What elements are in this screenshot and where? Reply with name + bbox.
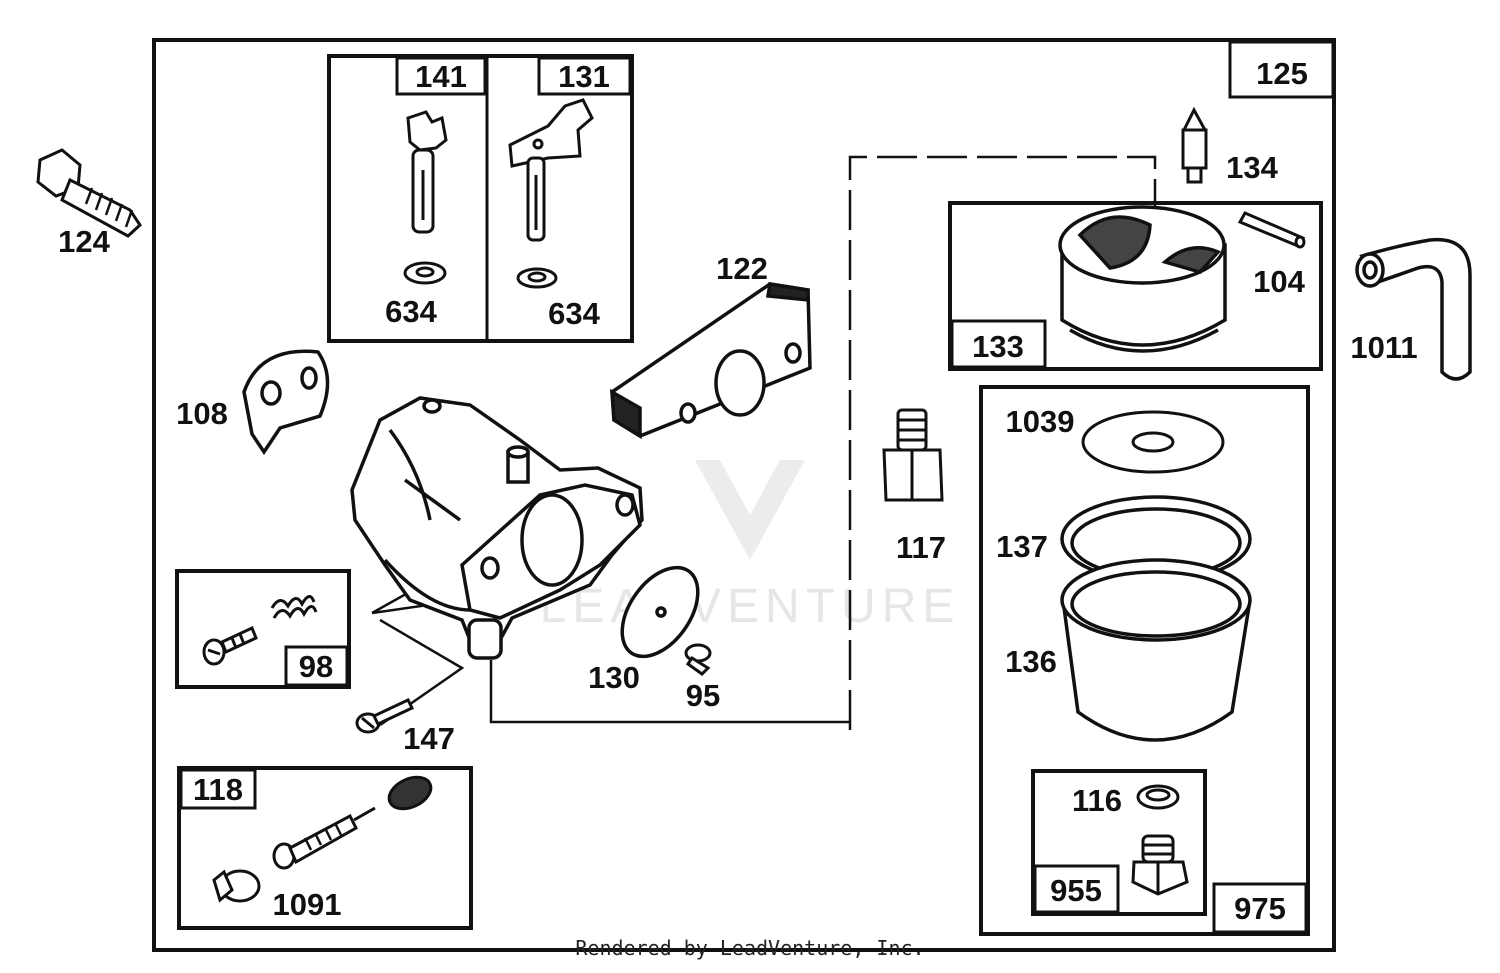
gasket-1039-icon <box>1081 410 1225 474</box>
callout-975: 975 <box>1234 891 1286 926</box>
screw-95-icon <box>684 643 712 676</box>
kit-box-975: 975 <box>979 385 1310 936</box>
watermark-text: LEADVENTURE <box>540 580 961 633</box>
callout-130: 130 <box>588 660 640 695</box>
needle-valve-134-icon <box>1181 106 1208 184</box>
callout-133: 133 <box>972 329 1024 364</box>
kit-box-955: 955 <box>1031 769 1207 916</box>
callout-141: 141 <box>415 59 467 94</box>
kit-box-141-131: 141 131 <box>327 54 634 343</box>
kit-box-98: 98 <box>175 569 351 689</box>
callout-108: 108 <box>176 396 228 431</box>
idle-screw-98-icon <box>202 625 258 666</box>
callout-136: 136 <box>1005 644 1057 679</box>
callout-98: 98 <box>299 649 333 684</box>
callout-955: 955 <box>1050 873 1102 908</box>
footer-credit: Rendered by LeadVenture, Inc. <box>575 936 925 960</box>
callout-1091: 1091 <box>273 887 342 922</box>
float-bowl-136-icon <box>1060 558 1252 742</box>
callout-124: 124 <box>58 224 110 259</box>
callout-1039: 1039 <box>1006 404 1075 439</box>
bowl-nut-955-icon <box>1131 834 1189 896</box>
watermark-logo-icon <box>695 460 805 560</box>
callout-95: 95 <box>686 678 720 713</box>
callout-131: 131 <box>558 59 610 94</box>
callout-104: 104 <box>1253 264 1305 299</box>
washer-116-icon <box>1136 784 1180 810</box>
callout-134: 134 <box>1226 150 1278 185</box>
fitting-117-icon <box>882 408 944 502</box>
throttle-shaft-141-icon <box>406 110 448 234</box>
float-133-icon <box>1058 205 1227 353</box>
needle-1091-icon <box>272 806 376 870</box>
callout-122: 122 <box>716 251 768 286</box>
choke-plate-130-icon <box>620 565 700 659</box>
callout-147: 147 <box>403 721 455 756</box>
callout-118: 118 <box>193 772 243 807</box>
seat-1091-icon <box>212 869 261 903</box>
kit-box-125: 125 <box>1228 40 1335 99</box>
carburetor-body-icon <box>350 396 644 660</box>
callout-116: 116 <box>1072 783 1122 818</box>
screw-147-icon <box>355 698 415 734</box>
callout-137: 137 <box>996 529 1048 564</box>
washer-634-a-icon <box>403 261 447 285</box>
kit-box-133: 133 <box>948 201 1323 371</box>
kit-box-118: 118 <box>177 766 473 930</box>
throttle-plate-108-icon <box>242 349 330 456</box>
gasket-122-icon <box>610 282 812 440</box>
callout-1011: 1011 <box>1350 330 1417 365</box>
spring-1091-icon <box>387 775 433 811</box>
float-pin-104-icon <box>1237 211 1306 249</box>
callout-125: 125 <box>1256 56 1308 91</box>
choke-shaft-131-icon <box>508 98 594 242</box>
fuel-elbow-1011-icon <box>1355 237 1472 381</box>
idle-spring-98-icon <box>270 595 318 619</box>
bolt-124-icon <box>36 148 142 238</box>
callout-117: 117 <box>896 530 946 565</box>
washer-634-b-icon <box>516 267 558 289</box>
callout-634-a: 634 <box>385 294 437 329</box>
callout-634-b: 634 <box>548 296 600 331</box>
outer-frame <box>152 38 1336 952</box>
leadventure-watermark: LEADVENTURE <box>540 460 961 633</box>
